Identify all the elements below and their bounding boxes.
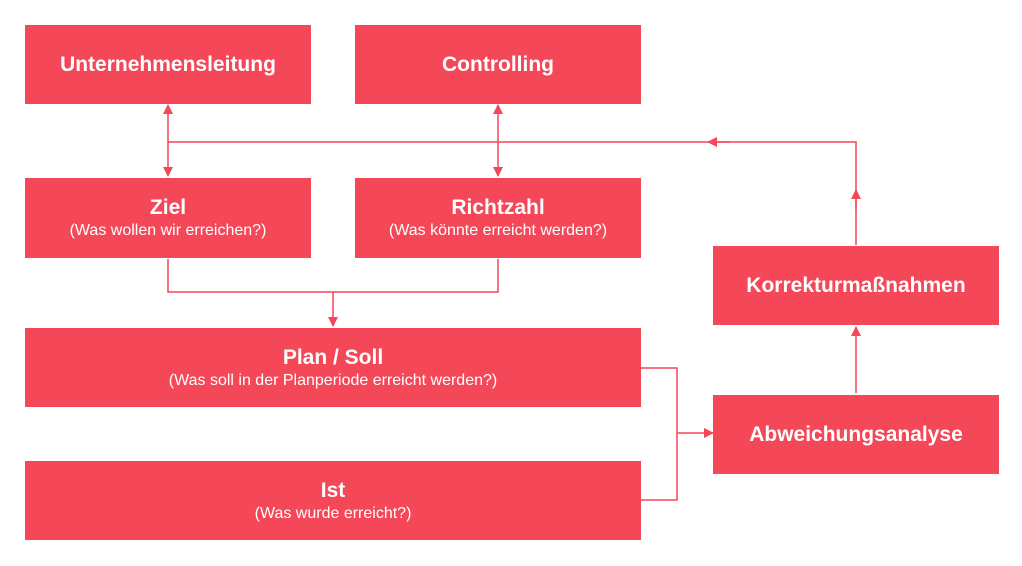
node-title: Ist	[320, 478, 346, 502]
node-subtitle: (Was wurde erreicht?)	[254, 504, 412, 522]
node-title: Controlling	[442, 52, 554, 76]
node-subtitle: (Was wollen wir erreichen?)	[69, 222, 267, 239]
node-title: Ziel	[149, 196, 187, 219]
edge-feedback-line	[168, 141, 857, 245]
node-ist: Ist (Was wurde erreicht?)	[25, 461, 641, 540]
node-title: Abweichungsanalyse	[749, 422, 963, 446]
node-abweichungsanalyse: Abweichungsanalyse	[713, 395, 999, 474]
node-title: Korrekturmaßnahmen	[746, 273, 966, 297]
node-controlling: Controlling	[355, 25, 641, 104]
node-korrekturmassnahmen: Korrekturmaßnahmen	[713, 246, 999, 325]
node-subtitle: (Was soll in der Planperiode erreicht we…	[168, 371, 498, 389]
node-title: Richtzahl	[451, 196, 545, 219]
node-title: Unternehmensleitung	[60, 52, 276, 76]
node-richtzahl: Richtzahl (Was könnte erreicht werden?)	[355, 178, 641, 258]
edge-plan-soll-connector	[641, 367, 678, 501]
node-plan-soll: Plan / Soll (Was soll in der Planperiode…	[25, 328, 641, 407]
node-title: Plan / Soll	[282, 345, 384, 369]
node-subtitle: (Was könnte erreicht werden?)	[388, 222, 608, 239]
node-ziel: Ziel (Was wollen wir erreichen?)	[25, 178, 311, 258]
node-unternehmensleitung: Unternehmensleitung	[25, 25, 311, 104]
edge-ziel-richtzahl-merge	[167, 259, 499, 293]
